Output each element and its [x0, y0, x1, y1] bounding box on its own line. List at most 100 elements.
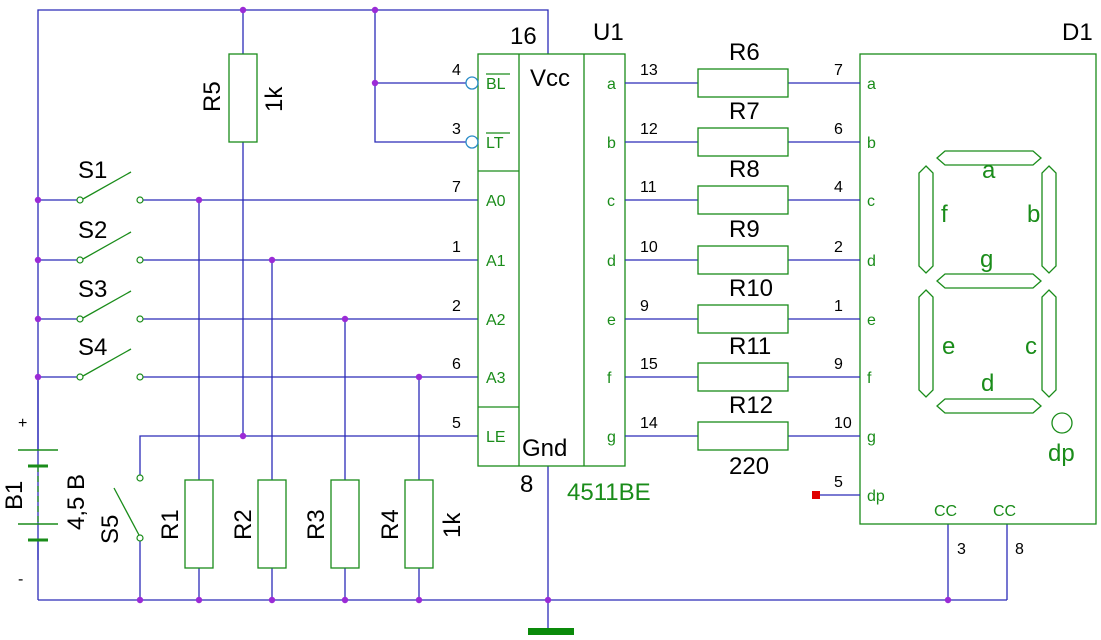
segment-g-shape: [936, 273, 1042, 289]
chip-out-num-a: 13: [640, 62, 658, 79]
chip-pin-label-le: LE: [486, 429, 506, 446]
junction-dot: [544, 596, 552, 604]
component-bodies: [184, 53, 1097, 569]
junction-dot: [239, 432, 247, 440]
chip-out-label-d: d: [607, 253, 616, 270]
switch-s5-blade: [113, 487, 140, 536]
r3-body: [330, 479, 360, 569]
junction-dot: [371, 79, 379, 87]
segment-f-shape: [918, 165, 934, 274]
display-cc2-label: CC: [993, 503, 1016, 520]
switch-s5-ref: S5: [97, 515, 124, 544]
output-network: R6a13R7b12R8c11R9d10R10e9R11f15R12g147a6…: [607, 39, 885, 505]
chip-vcc-label: Vcc: [530, 65, 570, 92]
display-pin-label-d: d: [867, 253, 876, 270]
battery-value: 4,5 B: [63, 474, 90, 530]
display-pin-num-b: 6: [834, 121, 843, 138]
resistor-ref-r11: R11: [729, 333, 771, 360]
chip-vcc-pin: 16: [510, 23, 537, 50]
wire-top-rail: [37, 9, 549, 600]
switch-s4-ref: S4: [78, 334, 107, 361]
resistor-r12-body: [697, 421, 789, 451]
switch-s2-contact-left: [76, 256, 84, 264]
display-pin-label-dp: dp: [867, 488, 885, 505]
display-pin-num-a: 7: [834, 62, 843, 79]
resistor-ref-r6: R6: [729, 39, 760, 66]
series-resistor-value: 220: [729, 453, 769, 480]
chip-out-label-f: f: [607, 370, 612, 387]
chip-pin-label-a2: A2: [486, 312, 506, 329]
junction-dot: [341, 315, 349, 323]
junction-dot: [136, 596, 144, 604]
junction-dot: [34, 373, 42, 381]
segment-label-f: f: [941, 201, 948, 228]
chip-out-num-b: 12: [640, 121, 658, 138]
chip-pin-num-lt: 3: [452, 121, 461, 138]
r5-body: [228, 53, 258, 143]
display-pin-label-f: f: [867, 370, 872, 387]
switch-s4-contact-left: [76, 373, 84, 381]
switch-s5-contact-bottom: [136, 534, 144, 542]
chip-out-num-c: 11: [640, 179, 657, 196]
battery-ref: B1: [1, 481, 28, 510]
bl-bubble: [465, 76, 479, 90]
junction-dot: [341, 596, 349, 604]
switch-s5-contact-top: [136, 474, 144, 482]
display-pin-num-e: 1: [834, 298, 843, 315]
junction-dot: [415, 596, 423, 604]
segment-a-shape: [936, 150, 1042, 166]
chip-labels: 16 U1 Vcc Gnd 8 4511BE: [510, 19, 651, 506]
chip-gnd-label: Gnd: [522, 435, 567, 462]
chip-pin-num-bl: 4: [452, 62, 461, 79]
display-cc1-label: CC: [934, 503, 957, 520]
switch-s1-blade: [82, 171, 132, 200]
resistor-ref-r8: R8: [729, 156, 760, 183]
segment-label-d: d: [981, 370, 994, 397]
r5-value: 1k: [261, 86, 288, 112]
chip-out-num-d: 10: [640, 239, 658, 256]
chip-pin-label-a3: A3: [486, 370, 506, 387]
segment-labels: a b c d e f g dp: [941, 157, 1075, 467]
junctions: [34, 6, 952, 604]
switch-s4-contact-right: [136, 373, 144, 381]
r4-ref: R4: [377, 509, 404, 540]
chip-pin-num-le: 5: [452, 415, 461, 432]
junction-dot: [415, 373, 423, 381]
switch-s1-contact-right: [136, 196, 144, 204]
resistor-r11-body: [697, 362, 789, 392]
segment-label-c: c: [1025, 333, 1037, 360]
display-pin-num-c: 4: [834, 179, 843, 196]
chip-pin-num-a0: 7: [452, 179, 461, 196]
battery: + - B1 4,5 B: [1, 380, 90, 588]
switch-s3-contact-right: [136, 315, 144, 323]
lt-bubble: [465, 135, 479, 149]
switch-s2-blade: [82, 231, 132, 260]
junction-dot: [195, 596, 203, 604]
resistor-labels: R5 1k R1 R2 R3 R4 1k 220: [157, 81, 769, 540]
switch-s3-contact-left: [76, 315, 84, 323]
chip-out-label-b: b: [607, 135, 616, 152]
display-pin-num-f: 9: [834, 356, 843, 373]
chip-out-num-g: 14: [640, 415, 658, 432]
switch-s2-ref: S2: [78, 217, 107, 244]
display-labels: D1 CC CC 3 8: [934, 19, 1093, 558]
resistor-r6-body: [697, 68, 789, 98]
switch-s2-contact-right: [136, 256, 144, 264]
junction-dot: [195, 196, 203, 204]
chip-pin-label-bl: BL: [486, 76, 506, 93]
resistor-ref-r9: R9: [729, 216, 760, 243]
chip-gnd-pin: 8: [520, 471, 533, 498]
resistor-ref-r10: R10: [729, 275, 773, 302]
chip-pin-label-a1: A1: [486, 253, 506, 270]
segment-e-shape: [918, 289, 934, 398]
r3-ref: R3: [303, 509, 330, 540]
chip-part: 4511BE: [567, 479, 651, 506]
display-cc2-pin: 8: [1015, 541, 1024, 558]
switch-s4-blade: [82, 348, 132, 377]
r4-body: [404, 479, 434, 569]
display-pin-label-b: b: [867, 135, 876, 152]
segment-b-shape: [1041, 165, 1057, 274]
battery-minus: -: [18, 571, 23, 588]
